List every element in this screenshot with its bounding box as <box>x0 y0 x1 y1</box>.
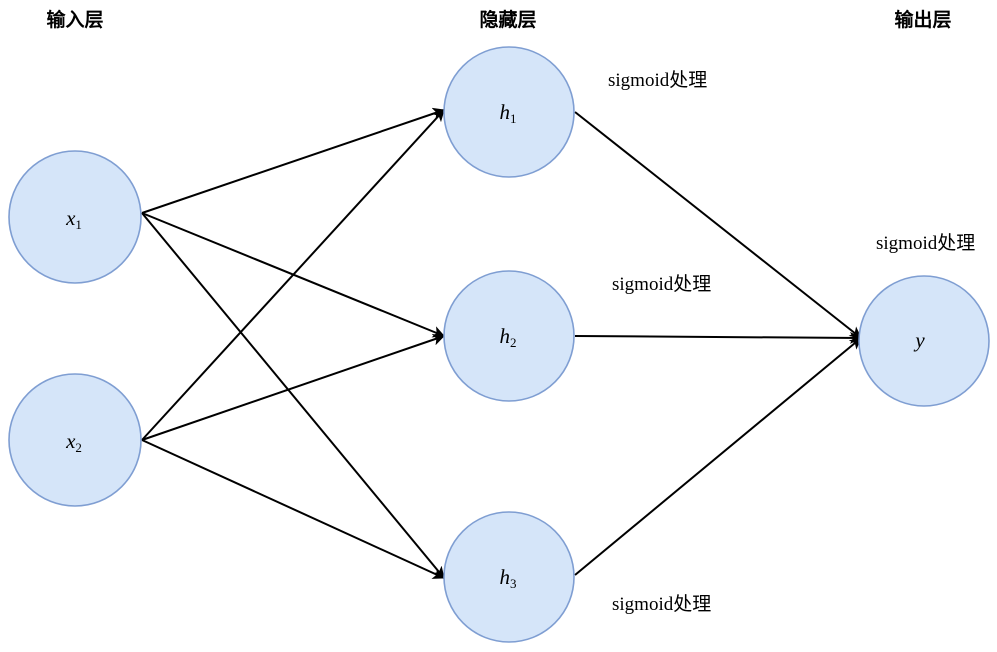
output-layer-title: 输出层 <box>894 8 951 31</box>
edge-h1-y <box>574 111 862 339</box>
node-x2: x2 <box>8 373 142 507</box>
node-x2-circle <box>8 373 142 507</box>
annotation-y-sigmoid: sigmoid处理 <box>876 232 975 254</box>
node-h2: h2 <box>443 270 575 402</box>
node-h1-label: h1 <box>500 100 517 126</box>
annotation-h1-sigmoid: sigmoid处理 <box>608 69 707 91</box>
input-layer-title: 输入层 <box>46 8 103 31</box>
node-h3-circle <box>443 511 575 643</box>
node-x1-label: x1 <box>65 206 82 232</box>
edge-x1-h1 <box>141 107 445 214</box>
annotation-h3-sigmoid: sigmoid处理 <box>612 593 711 615</box>
node-y-circle <box>858 275 990 407</box>
hidden-layer-title: 隐藏层 <box>479 8 536 31</box>
node-y-label: y <box>913 328 925 352</box>
node-h1-circle <box>443 46 575 178</box>
node-h3: h3 <box>443 511 575 643</box>
edge-x2-h2 <box>141 333 445 441</box>
edges-input-hidden <box>141 107 445 579</box>
edge-x1-h3 <box>141 212 445 579</box>
node-h2-label: h2 <box>500 324 517 350</box>
edge-h3-y <box>574 337 862 576</box>
node-x1-circle <box>8 150 142 284</box>
node-x1: x1 <box>8 150 142 284</box>
node-h3-label: h3 <box>500 565 517 591</box>
edge-h2-y <box>574 331 862 344</box>
node-x2-label: x2 <box>65 429 82 455</box>
edge-x2-h3 <box>141 439 445 579</box>
edges-hidden-output <box>574 111 862 576</box>
node-h1: h1 <box>443 46 575 178</box>
node-y: y <box>858 275 990 407</box>
edge-x2-h1 <box>141 109 445 441</box>
annotation-h2-sigmoid: sigmoid处理 <box>612 273 711 295</box>
node-h2-circle <box>443 270 575 402</box>
